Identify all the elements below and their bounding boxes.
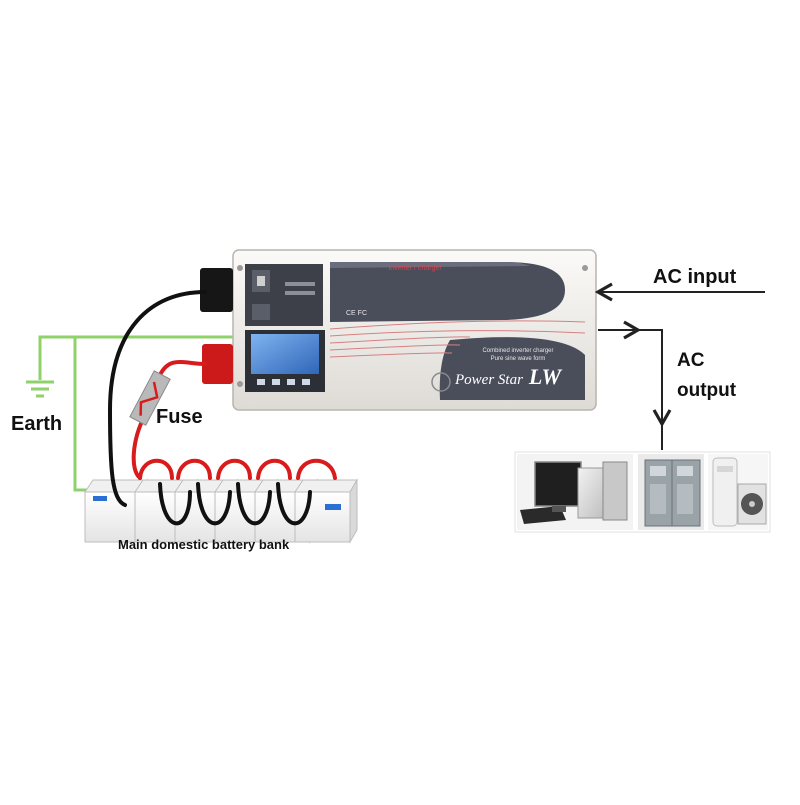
earth-label: Earth xyxy=(11,413,63,435)
inverter-model: LW xyxy=(528,364,563,389)
lcd-display-icon xyxy=(251,334,319,374)
inverter-charger-icon xyxy=(232,249,597,411)
battery-bank-label: Main domestic battery bank xyxy=(118,537,290,552)
ac-output-label: AC output xyxy=(677,350,737,401)
inverter-tagline-1: Combined inverter charger xyxy=(482,348,553,354)
computer-load-icon xyxy=(517,454,633,530)
ac-input-label: AC input xyxy=(653,266,737,288)
negative-terminal xyxy=(200,268,233,312)
fuse-label: Fuse xyxy=(156,406,203,428)
inverter-cert-text: CE FC xyxy=(346,310,367,317)
inverter-brand: Power Star LW xyxy=(454,364,563,389)
inverter-tagline-2: Pure sine wave form xyxy=(491,356,546,362)
inverter-header-text: Inverter / charger xyxy=(388,265,442,272)
negative-wire xyxy=(107,290,207,507)
inverter-brand-name: Power Star xyxy=(454,372,523,388)
earth-ground-icon xyxy=(26,380,54,398)
ac-output-line xyxy=(598,320,672,450)
electrical-cabinet-load-icon xyxy=(638,454,704,530)
air-conditioner-load-icon xyxy=(708,454,768,530)
battery-negative-links xyxy=(158,482,312,526)
battery-bank xyxy=(84,478,358,544)
positive-terminal xyxy=(202,344,233,384)
battery-icon xyxy=(294,478,358,544)
fuse-icon xyxy=(129,370,171,426)
battery-positive-links xyxy=(138,458,337,480)
